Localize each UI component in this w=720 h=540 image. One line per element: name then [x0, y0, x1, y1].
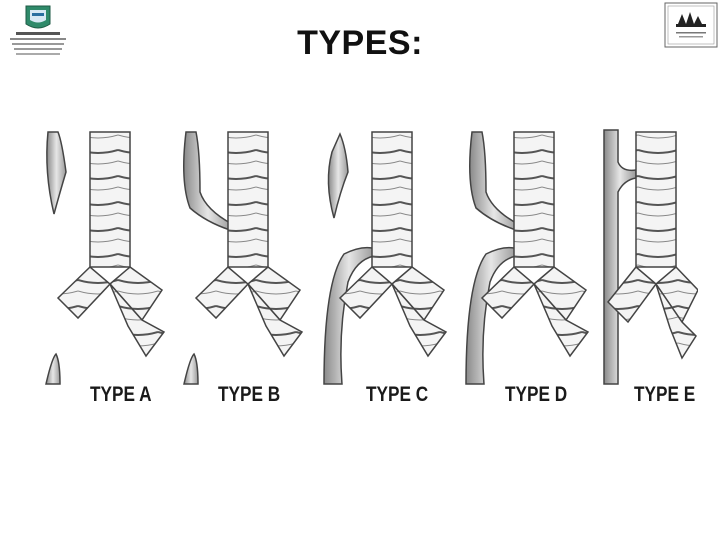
slide-title: TYPES: — [297, 24, 423, 62]
tracheoesophageal-types-illustration — [45, 129, 698, 385]
naac-accreditation-logo — [664, 2, 718, 48]
institution-crest-logo — [10, 5, 66, 55]
type-e-label: TYPE E — [634, 383, 696, 406]
type-e-diagram — [603, 129, 698, 385]
type-a-label: TYPE A — [90, 383, 152, 406]
type-d-label: TYPE D — [505, 383, 568, 406]
type-a-diagram — [45, 131, 166, 385]
type-b-label: TYPE B — [218, 383, 281, 406]
type-c-label: TYPE C — [366, 383, 429, 406]
type-d-diagram — [465, 131, 590, 385]
type-b-diagram — [183, 131, 304, 385]
type-c-diagram — [323, 131, 448, 385]
